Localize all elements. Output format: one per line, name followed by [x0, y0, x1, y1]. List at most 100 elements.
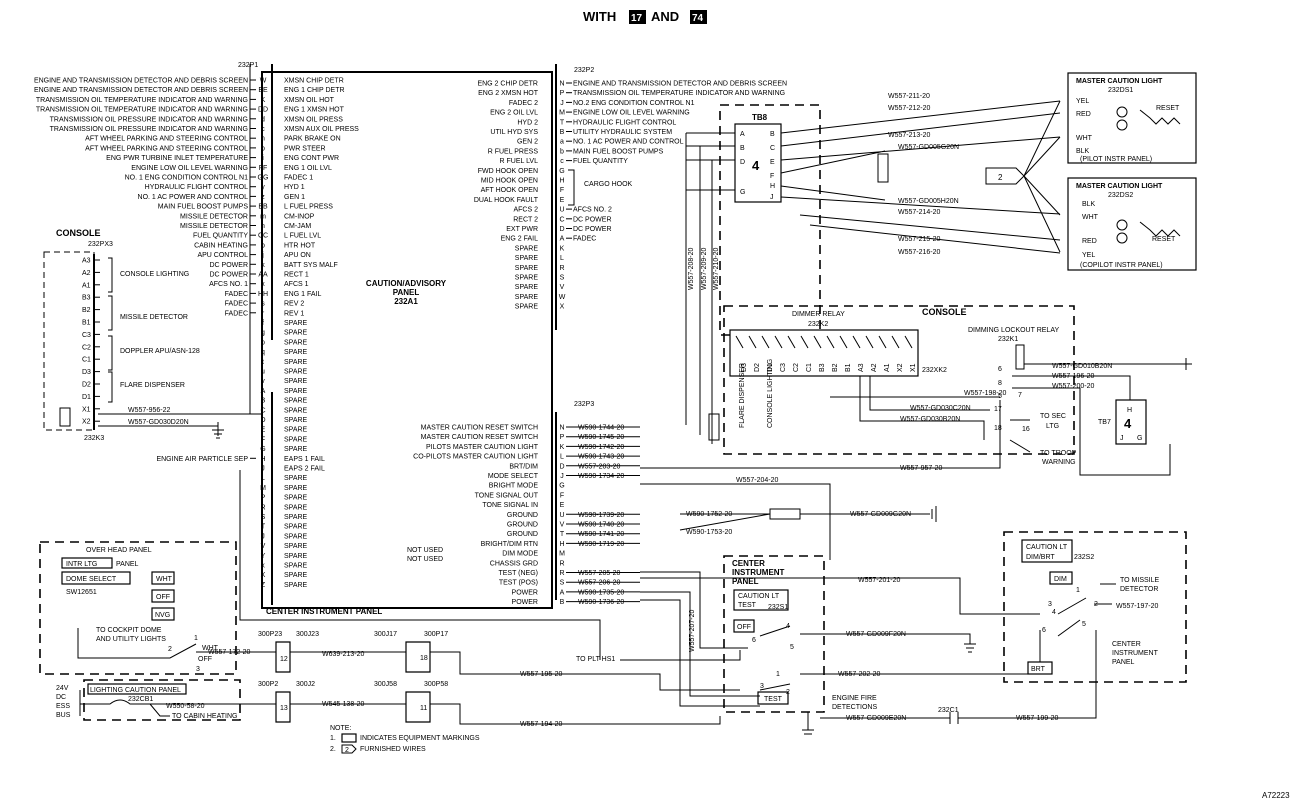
mid-w-204: W557-204-20 [736, 477, 779, 484]
right-pin: C [559, 216, 564, 223]
dimmer-contact [826, 335, 835, 349]
left-pin: g [261, 330, 265, 337]
lt-to: TO CABIN HEATING [172, 713, 237, 720]
left-pin: B [261, 398, 266, 405]
console-pin: A1 [82, 282, 91, 289]
console-relay-box [43, 251, 95, 431]
left-label: MAIN FUEL BOOST PUMPS [158, 204, 249, 211]
left-signal: EAPS 1 FAIL [284, 456, 325, 463]
left-pin: n [261, 223, 265, 230]
left-pin: BB [258, 204, 268, 211]
tb7-num: 4 [1124, 416, 1132, 431]
oh-intr: INTR LTG [66, 561, 97, 568]
right-pin: W [559, 294, 566, 301]
console-conn: 232PX3 [88, 241, 113, 248]
right-signal: AFCS 2 [513, 207, 538, 214]
console-group-3: DOPPLER APU/ASN-128 [120, 348, 200, 355]
dimmer-contact [774, 335, 783, 349]
right-pin: U [559, 207, 564, 214]
tb8-ref: TB8 [752, 113, 768, 122]
console-conn2: 232K3 [84, 435, 104, 442]
right-pin: b [560, 148, 564, 155]
left-pin: d [261, 116, 265, 123]
tb8-pin-re: E [770, 159, 775, 166]
left-signal: ENG 1 CHIP DETR [284, 87, 345, 94]
p3-signal: MASTER CAUTION RESET SWITCH [421, 434, 538, 441]
center-instrument-panel: CENTER INSTRUMENT PANEL CAUTION LT TEST … [576, 555, 1041, 735]
right-signal: HYD 2 [517, 119, 538, 126]
left-pin: p [261, 339, 265, 346]
left-signal: SPARE [284, 446, 308, 453]
dimmer-ref2: 232XK2 [922, 367, 947, 374]
console-pin: D3 [82, 369, 91, 376]
left-pin: y [261, 184, 265, 191]
left-signal: GEN 1 [284, 194, 305, 201]
left-pin: M [260, 485, 266, 492]
p3-wire-label: W590-1743-20 [578, 454, 624, 461]
cip-test: TEST [738, 602, 757, 609]
left-label: AFT WHEEL PARKING AND STEERING CONTROL [85, 136, 248, 143]
right-signal: ENG 2 OIL LVL [490, 110, 538, 117]
oh-dome-box [61, 571, 131, 585]
left-signal: SPARE [284, 359, 308, 366]
p3-pin: L [560, 454, 564, 461]
left-label: FUEL QUANTITY [193, 233, 248, 240]
lt-24v: 24V [56, 685, 69, 692]
p2-ref: 232P2 [574, 67, 594, 74]
badge-74: 74 [692, 13, 704, 24]
left-pin: x [261, 281, 265, 288]
p3-wire-label: W590-1740-20 [578, 522, 624, 529]
right-signal: ENG 2 CHIP DETR [477, 81, 538, 88]
left-label: TRANSMISSION OIL PRESSURE INDICATOR AND … [50, 116, 248, 123]
dimmer-pin: C3 [780, 363, 787, 372]
left-pin: V [261, 543, 266, 550]
left-signal: SPARE [284, 543, 308, 550]
left-signal: CM-JAM [284, 223, 311, 230]
p3-signal: BRT/DIM [509, 463, 538, 470]
lighting-caution-panel: 24V DC ESS BUS LIGHTING CAUTION PANEL 23… [56, 679, 241, 721]
left-pin: S [261, 514, 266, 521]
cip-n2: 2 [786, 689, 790, 696]
rp-n4: 4 [1052, 609, 1056, 616]
console-pin: A2 [82, 270, 91, 277]
right-signal: FADEC 2 [509, 100, 538, 107]
p3-signal: CHASSIS GRD [490, 560, 538, 567]
p3-signal: PILOTS MASTER CAUTION LIGHT [426, 444, 539, 451]
console-brackets [108, 257, 113, 403]
right-pin: L [560, 255, 564, 262]
bottom-right-wires [820, 630, 1097, 724]
console-group-1: CONSOLE LIGHTING [120, 271, 189, 278]
left-pin: C [260, 407, 265, 414]
bc0-a: 300P23 [258, 631, 282, 638]
console-title: CONSOLE [56, 228, 101, 238]
cip-n6: 6 [752, 637, 756, 644]
left-signal: SPARE [284, 427, 308, 434]
p3-signal: GROUND [507, 512, 538, 519]
right-pin: D [559, 226, 564, 233]
panel-ref: 232A1 [394, 297, 418, 306]
mcl1-yel: YEL [1076, 98, 1089, 105]
dimmer-contact [813, 335, 822, 349]
dimmer-pin: X2 [897, 363, 904, 372]
vwire-208: W557-208-20 [688, 247, 695, 290]
mcl-wire-216: W557-216-20 [898, 249, 941, 256]
rp-dim-box [1049, 571, 1073, 585]
mcl1-wht: WHT [1076, 135, 1093, 142]
left-label: NO. 1 AC POWER AND CONTROL [138, 194, 249, 201]
left-pin: m [260, 213, 266, 220]
lt-ess: ESS [56, 703, 70, 710]
console-pin: D1 [82, 394, 91, 401]
right-signal: UTIL HYD SYS [490, 129, 538, 136]
right-pin: P [560, 90, 565, 97]
ground-icon-3 [931, 506, 937, 522]
dimmer-contact [800, 335, 809, 349]
lockout-pin-7: 7 [1018, 392, 1022, 399]
cip-title-3: PANEL [732, 577, 759, 586]
dimmer-contact [852, 335, 861, 349]
notes: NOTE: 1. INDICATES EQUIPMENT MARKINGS 2.… [330, 725, 480, 754]
right-signal: SPARE [515, 275, 539, 282]
p3-pin: S [560, 580, 565, 587]
